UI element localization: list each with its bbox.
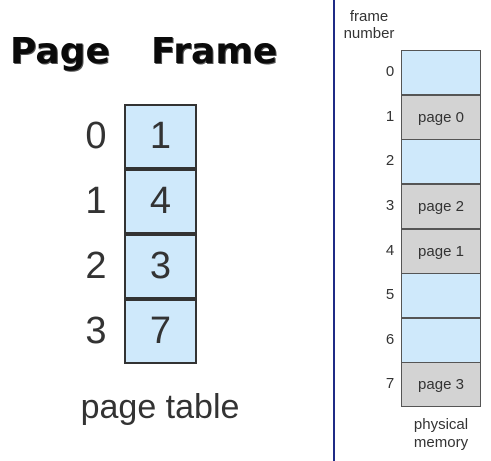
page-table-entry: 4 xyxy=(124,169,197,234)
physical-memory-caption-line: physical xyxy=(413,416,469,433)
frame-number: 0 xyxy=(385,63,395,80)
page-table-entry: 1 xyxy=(124,104,197,169)
frame-number-label-line: number xyxy=(343,25,395,42)
page-table-index: 2 xyxy=(85,245,107,287)
frame-number-label-line: frame xyxy=(349,8,389,25)
frame-number: 7 xyxy=(385,375,395,392)
frame-number: 4 xyxy=(385,242,395,259)
page-table-entry: 3 xyxy=(124,234,197,299)
memory-frame xyxy=(401,50,481,95)
memory-frame xyxy=(401,273,481,318)
page-table-entry: 7 xyxy=(124,299,197,364)
divider xyxy=(333,0,335,461)
memory-frame: page 2 xyxy=(401,184,481,229)
page-table-index: 1 xyxy=(85,180,107,222)
frame-number: 3 xyxy=(385,197,395,214)
frame-number: 1 xyxy=(385,108,395,125)
memory-frame xyxy=(401,318,481,363)
page-table-index: 3 xyxy=(85,310,107,352)
page-table-index: 0 xyxy=(85,115,107,157)
physical-memory-caption: physical memory xyxy=(401,416,481,452)
frame-number: 5 xyxy=(385,286,395,303)
frame-heading: Frame xyxy=(151,31,278,72)
memory-frame xyxy=(401,139,481,184)
memory-frame: page 3 xyxy=(401,362,481,407)
frame-number-label: frame number xyxy=(336,8,402,42)
physical-memory-caption-line: memory xyxy=(413,434,469,451)
page-heading: Page xyxy=(10,31,110,72)
memory-frame: page 0 xyxy=(401,95,481,140)
page-table-caption: page table xyxy=(80,388,240,426)
frame-number: 6 xyxy=(385,331,395,348)
memory-frame: page 1 xyxy=(401,229,481,274)
frame-number: 2 xyxy=(385,152,395,169)
